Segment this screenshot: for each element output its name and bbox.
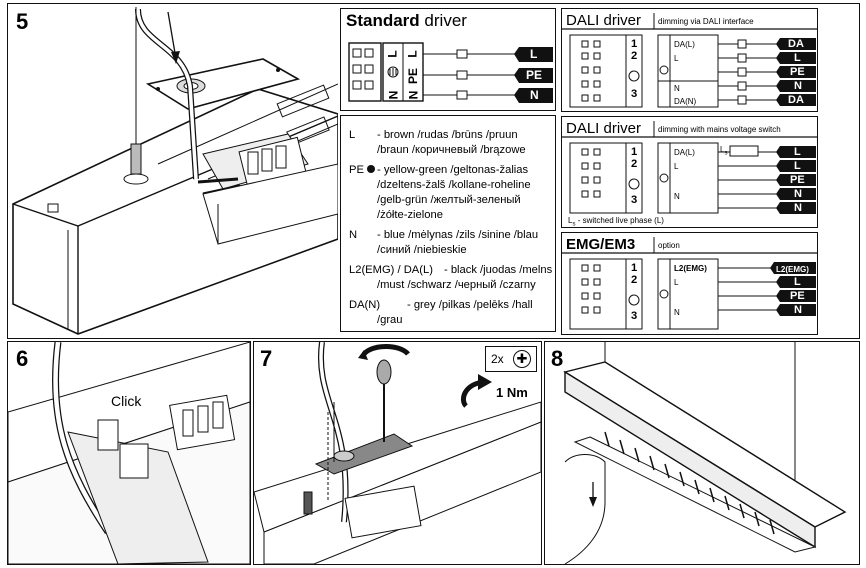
emg-pin-l: L bbox=[674, 278, 679, 287]
step-6-panel: 6 Click bbox=[7, 341, 251, 565]
earth-icon bbox=[367, 165, 375, 173]
legend-text-n-2: /синий /niebieskie bbox=[377, 244, 467, 256]
emg-wire-4: N bbox=[794, 304, 802, 316]
legend-text-emg-2: /must /schwarz /черный /czarny bbox=[377, 279, 536, 291]
dali-2-subtitle: dimming with mains voltage switch bbox=[658, 125, 781, 134]
dali-1-wire-5: DA bbox=[788, 94, 804, 106]
legend-text-l: - brown /rudas /brūns /pruun bbox=[377, 129, 518, 141]
dali-1-diagram bbox=[562, 13, 817, 108]
legend-key-l: L bbox=[349, 129, 356, 141]
dali-1-num-3: 3 bbox=[631, 88, 638, 100]
dali-2-footnote: Ls - switched live phase (L) bbox=[568, 216, 664, 228]
luminaire-wiring-illustration bbox=[12, 7, 338, 335]
standard-terminal-label-n: N bbox=[406, 90, 421, 100]
dali-1-num-2: 2 bbox=[631, 50, 638, 62]
legend-text-pe: - yellow-green /geltonas-žalias bbox=[377, 164, 529, 176]
legend-text-l-2: /braun /коричневый /brązowe bbox=[377, 144, 526, 156]
dali-2-pin-dal: DA(L) bbox=[674, 148, 695, 157]
step-number: 8 bbox=[551, 346, 564, 371]
emg-diagram bbox=[562, 237, 817, 330]
dali-2-pin-n: N bbox=[674, 192, 680, 201]
clip-click-illustration bbox=[8, 342, 250, 564]
emg-num-2: 2 bbox=[631, 274, 638, 286]
legend-text-pe-2: /dzeltens-žalš /kollane-roheline bbox=[377, 179, 531, 191]
legend-key-pe: PE bbox=[349, 164, 364, 176]
dali-2-wire-4: N bbox=[794, 188, 802, 200]
screw-count-badge: 2x ✚ bbox=[485, 346, 537, 372]
standard-terminal-label-pe: PE bbox=[406, 67, 421, 85]
legend-key-n: N bbox=[349, 229, 358, 241]
legend-text-dan-2: /grau bbox=[377, 314, 403, 326]
dali-2-num-1: 1 bbox=[631, 146, 638, 158]
standard-sym-l: L bbox=[385, 50, 400, 58]
dali-2-diagram bbox=[562, 121, 817, 214]
dali-driver-box-1: DALI driver dimming via DALI interface bbox=[561, 8, 818, 112]
torque-label: 1 Nm bbox=[496, 385, 528, 400]
dali-1-wire-1: DA bbox=[788, 38, 804, 50]
dali-2-switch-label: Ls bbox=[720, 145, 728, 157]
dali-1-pin-l: L bbox=[674, 54, 679, 63]
dali-1-wire-3: PE bbox=[790, 66, 805, 78]
dali-2-pin-l: L bbox=[674, 162, 679, 171]
step-number: 5 bbox=[16, 9, 29, 34]
wire-label-l: L bbox=[530, 47, 538, 61]
dali-1-pin-dal: DA(L) bbox=[674, 40, 695, 49]
standard-terminal-label-top: L bbox=[405, 50, 420, 58]
emg-pin-l2: L2(EMG) bbox=[674, 264, 707, 273]
emg-num-1: 1 bbox=[631, 262, 638, 274]
legend-text-pe-3: /gelb-grün /желтый-зеленый bbox=[377, 194, 521, 206]
emg-option-box: EMG/EM3 option bbox=[561, 232, 818, 335]
dali-2-wire-1: L bbox=[794, 146, 801, 158]
step-8-panel: 8 bbox=[544, 341, 860, 565]
dali-1-wire-2: L bbox=[794, 52, 801, 64]
emg-title: EMG/EM3 bbox=[566, 236, 636, 253]
wire-color-legend: L - brown /rudas /brūns /pruun /braun /к… bbox=[340, 115, 556, 332]
standard-driver-box: Standard driver bbox=[340, 8, 556, 111]
emg-wire-3: PE bbox=[790, 290, 805, 302]
emg-wire-1: L2(EMG) bbox=[776, 265, 809, 274]
dali-driver-box-2: DALI driver dimming with mains voltage s… bbox=[561, 116, 818, 228]
legend-key-dan: DA(N) bbox=[349, 299, 381, 311]
dali-1-pin-dan: DA(N) bbox=[674, 97, 697, 106]
dali-1-num-1: 1 bbox=[631, 38, 638, 50]
emg-subtitle: option bbox=[658, 241, 680, 250]
standard-sym-n: N bbox=[386, 90, 401, 100]
legend-text-emg: - black /juodas /melns bbox=[444, 264, 553, 276]
standard-driver-diagram bbox=[348, 42, 553, 103]
emg-num-3: 3 bbox=[631, 310, 638, 322]
wire-label-pe: PE bbox=[526, 68, 543, 82]
dali-2-num-2: 2 bbox=[631, 158, 638, 170]
dali-2-title: DALI driver bbox=[566, 120, 642, 137]
legend-text-dan: - grey /pilkas /pelēks /hall bbox=[407, 299, 533, 311]
step-5-panel: 5 bbox=[7, 3, 860, 339]
dali-2-wire-2: L bbox=[794, 160, 801, 172]
dali-1-title: DALI driver bbox=[566, 12, 642, 29]
dali-2-wire-5: N bbox=[794, 202, 802, 214]
step-7-panel: 7 2x ✚ 1 Nm bbox=[253, 341, 542, 565]
phillips-screw-icon: ✚ bbox=[513, 350, 531, 368]
screw-count: 2x bbox=[491, 352, 504, 366]
dali-1-pin-n: N bbox=[674, 84, 680, 93]
diffuser-install-illustration bbox=[563, 342, 847, 564]
legend-text-n: - blue /mėlynas /zils /sinine /blau bbox=[377, 229, 539, 241]
click-label: Click bbox=[111, 393, 142, 409]
emg-pin-n: N bbox=[674, 308, 680, 317]
dali-1-subtitle: dimming via DALI interface bbox=[658, 17, 754, 26]
legend-key-emg: L2(EMG) / DA(L) bbox=[349, 264, 433, 276]
step-number: 6 bbox=[16, 346, 29, 371]
wire-label-n: N bbox=[530, 88, 539, 102]
step-number: 7 bbox=[260, 346, 273, 371]
legend-text-pe-4: /żółte-zielone bbox=[377, 209, 443, 221]
dali-1-wire-4: N bbox=[794, 80, 802, 92]
ceiling-plate-illustration bbox=[254, 342, 541, 564]
dali-2-wire-3: PE bbox=[790, 174, 805, 186]
emg-wire-2: L bbox=[794, 276, 801, 288]
dali-2-num-3: 3 bbox=[631, 194, 638, 206]
standard-driver-title: Standard driver bbox=[346, 11, 467, 30]
